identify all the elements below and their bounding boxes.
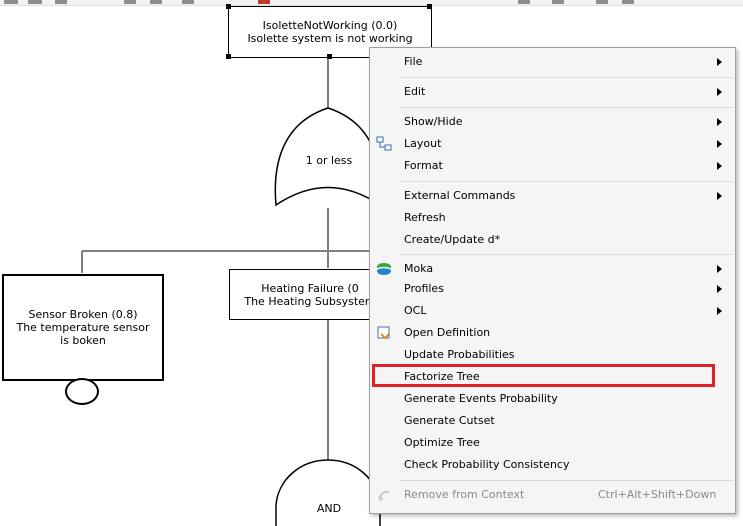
menu-item-label: OCL bbox=[404, 304, 427, 317]
selection-handle[interactable] bbox=[226, 4, 231, 9]
menu-item-label: Refresh bbox=[404, 211, 446, 224]
toolbar-button-icon[interactable] bbox=[182, 0, 194, 4]
menu-item-label: Profiles bbox=[404, 282, 444, 295]
menu-item-show-hide[interactable]: Show/Hide bbox=[370, 112, 735, 133]
submenu-arrow-icon bbox=[717, 118, 722, 126]
toolbar-button-icon[interactable] bbox=[55, 0, 67, 4]
basic-event-name: Sensor Broken (0.8) bbox=[28, 308, 138, 321]
menu-separator bbox=[400, 107, 733, 108]
basic-event-node[interactable]: Sensor Broken (0.8) The temperature sens… bbox=[2, 274, 164, 381]
top-event-name: IsoletteNotWorking (0.0) bbox=[262, 19, 398, 32]
menu-item-generate-cutset[interactable]: Generate Cutset bbox=[370, 411, 735, 432]
menu-item-label: Remove from Context bbox=[404, 488, 525, 501]
menu-item-remove-from-context[interactable]: Remove from Context Ctrl+Alt+Shift+Down bbox=[370, 485, 735, 506]
menu-item-label: Optimize Tree bbox=[404, 436, 480, 449]
heating-failure-node[interactable]: Heating Failure (0 The Heating Subsystem bbox=[229, 269, 381, 320]
menu-item-label: Show/Hide bbox=[404, 115, 463, 128]
menu-item-ocl[interactable]: OCL bbox=[370, 301, 735, 322]
basic-event-circle bbox=[65, 378, 99, 405]
submenu-arrow-icon bbox=[717, 58, 722, 66]
menu-item-shortcut: Ctrl+Alt+Shift+Down bbox=[598, 488, 717, 501]
menu-item-file[interactable]: File bbox=[370, 52, 735, 73]
menu-item-label: Format bbox=[404, 159, 443, 172]
toolbar-button-icon[interactable] bbox=[150, 0, 162, 4]
toolbar-button-icon[interactable] bbox=[518, 0, 530, 4]
menu-item-check-probability-consistency[interactable]: Check Probability Consistency bbox=[370, 455, 735, 476]
submenu-arrow-icon bbox=[717, 192, 722, 200]
open-definition-icon bbox=[377, 326, 390, 340]
top-event-description: Isolette system is not working bbox=[247, 32, 413, 45]
submenu-arrow-icon bbox=[717, 307, 722, 315]
menu-item-layout[interactable]: Layout bbox=[370, 134, 735, 155]
remove-context-icon bbox=[378, 491, 390, 501]
selection-handle[interactable] bbox=[427, 4, 432, 9]
menu-item-label: Moka bbox=[404, 262, 434, 275]
or-gate-label: 1 or less bbox=[305, 154, 353, 167]
menu-item-moka[interactable]: Moka bbox=[370, 259, 735, 280]
factorize-tree-highlight bbox=[372, 364, 715, 387]
menu-item-refresh[interactable]: Refresh bbox=[370, 208, 735, 229]
submenu-arrow-icon bbox=[717, 88, 722, 96]
submenu-arrow-icon bbox=[717, 285, 722, 293]
menu-item-label: File bbox=[404, 55, 423, 68]
menu-separator bbox=[400, 254, 733, 255]
toolbar-button-icon[interactable] bbox=[258, 0, 270, 4]
menu-item-update-probabilities[interactable]: Update Probabilities bbox=[370, 345, 735, 366]
toolbar-button-icon[interactable] bbox=[622, 0, 634, 4]
heating-event-description: The Heating Subsystem bbox=[244, 294, 376, 308]
menu-separator bbox=[400, 181, 733, 182]
and-gate[interactable] bbox=[275, 459, 381, 526]
selection-handle[interactable] bbox=[226, 54, 231, 59]
menu-item-edit[interactable]: Edit bbox=[370, 82, 735, 103]
menu-item-factorize-tree[interactable]: Factorize Tree bbox=[370, 367, 735, 388]
basic-event-description: The temperature sensor is boken bbox=[16, 321, 150, 347]
menu-item-optimize-tree[interactable]: Optimize Tree bbox=[370, 433, 735, 454]
toolbar-button-icon[interactable] bbox=[28, 0, 42, 4]
toolbar-button-icon[interactable] bbox=[124, 0, 136, 4]
menu-item-label: Check Probability Consistency bbox=[404, 458, 570, 471]
menu-item-label: Layout bbox=[404, 137, 442, 150]
toolbar-button-icon[interactable] bbox=[596, 0, 608, 4]
layout-icon bbox=[376, 136, 392, 151]
toolbar-button-icon[interactable] bbox=[4, 0, 18, 4]
menu-item-open-definition[interactable]: Open Definition bbox=[370, 323, 735, 344]
menu-item-label: External Commands bbox=[404, 189, 516, 202]
menu-item-label: Create/Update d* bbox=[404, 233, 501, 246]
submenu-arrow-icon bbox=[717, 265, 722, 273]
and-gate-label: AND bbox=[316, 502, 342, 515]
menu-item-external-commands[interactable]: External Commands bbox=[370, 186, 735, 207]
toolbar-button-icon[interactable] bbox=[552, 0, 564, 4]
menu-item-label: Edit bbox=[404, 85, 426, 98]
menu-item-profiles[interactable]: Profiles bbox=[370, 279, 735, 300]
menu-item-label: Generate Events Probability bbox=[404, 392, 558, 405]
menu-item-format[interactable]: Format bbox=[370, 156, 735, 177]
toolbar-strip bbox=[0, 0, 743, 6]
heating-event-name: Heating Failure (0 bbox=[261, 281, 359, 295]
menu-item-create-update[interactable]: Create/Update d* bbox=[370, 230, 735, 251]
menu-item-label: Update Probabilities bbox=[404, 348, 515, 361]
menu-separator bbox=[400, 77, 733, 78]
moka-icon bbox=[376, 263, 392, 275]
submenu-arrow-icon bbox=[717, 140, 722, 148]
menu-item-label: Generate Cutset bbox=[404, 414, 495, 427]
menu-item-label: Factorize Tree bbox=[404, 370, 480, 383]
context-menu: File Edit Show/Hide Layout Format Extern… bbox=[369, 47, 736, 514]
menu-item-label: Open Definition bbox=[404, 326, 491, 339]
top-event-node[interactable]: IsoletteNotWorking (0.0) Isolette system… bbox=[228, 6, 432, 58]
menu-item-generate-events-probability[interactable]: Generate Events Probability bbox=[370, 389, 735, 410]
menu-separator bbox=[400, 480, 733, 481]
submenu-arrow-icon bbox=[717, 162, 722, 170]
selection-handle[interactable] bbox=[327, 54, 332, 59]
